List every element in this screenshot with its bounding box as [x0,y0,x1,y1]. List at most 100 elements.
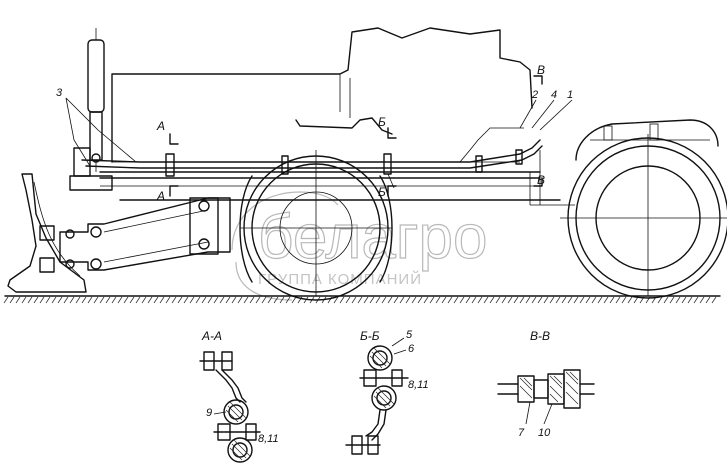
ground-hatch-mark [255,296,261,304]
section-bb-detail [345,337,409,455]
ground-hatch-mark [87,296,93,304]
ground-hatch-mark [201,296,207,304]
callout-3: 3 [56,87,63,99]
ground-hatch-mark [453,296,459,304]
ground-hatch-mark [333,296,339,304]
section-title-aa: А-А [201,329,222,343]
ground-hatch-mark [81,296,87,304]
ground-hatch-mark [15,296,21,304]
ground-hatch-mark [669,296,675,304]
ground-hatch-mark [363,296,369,304]
ground-hatch-mark [135,296,141,304]
ground-hatch-mark [525,296,531,304]
ground-hatch-mark [57,296,63,304]
ground-hatch-mark [219,296,225,304]
ground-hatch-mark [657,296,663,304]
ground-hatch-mark [105,296,111,304]
pipe-clamp-2 [475,155,483,173]
section-title-vv: В-В [530,329,550,343]
ground-hatch-mark [63,296,69,304]
callout-1: 1 [567,89,573,101]
ground-hatch-mark [417,296,423,304]
ground-hatch-mark [393,296,399,304]
callout-5: 5 [406,329,413,341]
ground-hatch-mark [273,296,279,304]
tractor-body [99,27,575,206]
ground-hatch-mark [531,296,537,304]
ground-hatch-mark [495,296,501,304]
pipe-clamp-a [165,153,175,177]
front-mount-bracket [69,147,113,191]
ground-hatch-mark [489,296,495,304]
ground-hatch-mark [603,296,609,304]
ground-hatch-mark [147,296,153,304]
ground-hatch-mark [129,296,135,304]
ground-hatch-mark [621,296,627,304]
ground-hatch-mark [555,296,561,304]
callout-8-11-bb: 8,11 [408,379,429,391]
ground-hatch-mark [579,296,585,304]
ground-hatch-mark [39,296,45,304]
ground-hatch-mark [513,296,519,304]
callout-10: 10 [538,427,551,439]
ground-hatch-mark [429,296,435,304]
callout-9: 9 [206,407,212,419]
ground-hatch-mark [189,296,195,304]
ground-hatch-mark [207,296,213,304]
ground-hatch-mark [339,296,345,304]
ground-hatch-mark [165,296,171,304]
leader-lines [65,97,573,167]
rear-wheel [560,119,727,299]
ground-hatch-mark [399,296,405,304]
ground-hatch-mark [225,296,231,304]
ground-hatch-mark [369,296,375,304]
ground-hatch-mark [585,296,591,304]
ground-hatch-mark [615,296,621,304]
front-wheel [239,150,393,301]
ground-hatch-mark [9,296,15,304]
section-marker-a [169,133,179,197]
ground-hatch-mark [693,296,699,304]
ground-hatch-mark [159,296,165,304]
ground-hatch-mark [261,296,267,304]
ground-hatch-mark [45,296,51,304]
ground-hatch-mark [423,296,429,304]
section-mark-b-top: Б [378,115,386,129]
ground-hatch-mark [183,296,189,304]
ground-hatch-mark [27,296,33,304]
ground-hatch-mark [609,296,615,304]
ground-hatch-mark [93,296,99,304]
ground-hatch-mark [549,296,555,304]
ground-hatch-mark [195,296,201,304]
ground-hatch-mark [243,296,249,304]
ground-hatch-mark [441,296,447,304]
ground-hatch-mark [231,296,237,304]
ground-hatch-mark [3,296,9,304]
ground-hatch-mark [537,296,543,304]
ground-hatch-mark [381,296,387,304]
ground-hatch-mark [465,296,471,304]
ground-hatch-mark [141,296,147,304]
ground-hatch-mark [351,296,357,304]
ground-hatch-mark [687,296,693,304]
ground-hatch-mark [405,296,411,304]
ground-hatch-mark [507,296,513,304]
ground-hatch-mark [573,296,579,304]
ground-hatch-mark [633,296,639,304]
ground-hatch-mark [561,296,567,304]
ground-hatch-mark [33,296,39,304]
ground-hatch-mark [345,296,351,304]
watermark-brand: белагро [258,203,487,272]
section-vv-detail [497,369,595,425]
push-frame [59,197,231,271]
section-mark-v-top: В [537,63,545,77]
callout-6: 6 [408,343,415,355]
section-title-bb: Б-Б [360,329,380,343]
ground-hatch-mark [699,296,705,304]
ground-hatch-mark [447,296,453,304]
ground-hatch-mark [543,296,549,304]
ground-hatch-mark [51,296,57,304]
ground-hatch-mark [435,296,441,304]
ground-hatch-mark [375,296,381,304]
ground-line [3,295,721,304]
